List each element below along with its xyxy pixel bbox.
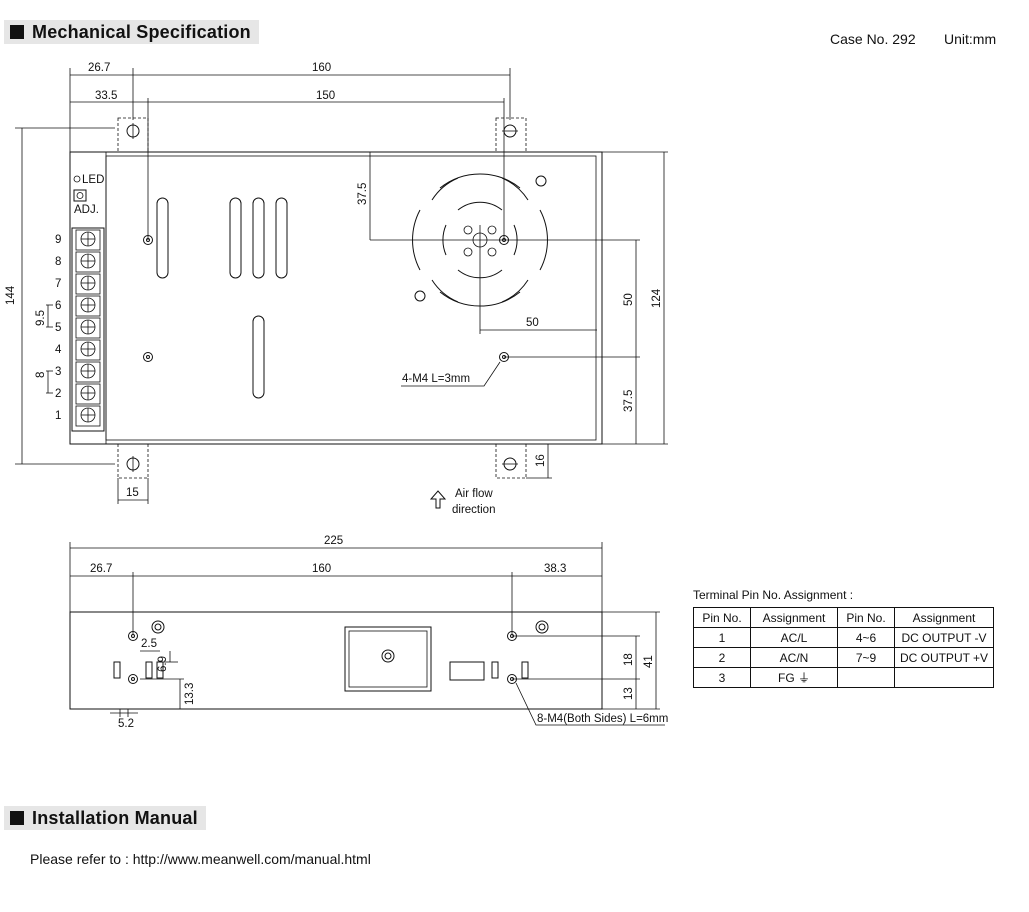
dim-13: 13 bbox=[623, 687, 635, 700]
pin-label: 1 bbox=[55, 410, 61, 422]
table-row: 2 AC/N 7~9 DC OUTPUT +V bbox=[693, 647, 994, 668]
case-number: Case No. 292 bbox=[830, 31, 916, 47]
dim-13-3: 13.3 bbox=[184, 683, 196, 705]
dim-pin-pitch-b: 8 bbox=[35, 372, 47, 378]
dim-41: 41 bbox=[643, 655, 655, 668]
installation-manual-heading: Installation Manual bbox=[4, 806, 206, 830]
adj-label: ADJ. bbox=[74, 204, 99, 216]
side-view: 225 26.7 160 38.3 2.5 bbox=[69, 535, 668, 730]
dim-side-right: 38.3 bbox=[544, 563, 566, 575]
pin-label: 9 bbox=[55, 234, 61, 246]
dim-pin-pitch-a: 9.5 bbox=[35, 310, 47, 326]
table-header: Pin No. bbox=[837, 607, 895, 628]
unit-label: Unit:mm bbox=[944, 31, 997, 47]
pin-label: 2 bbox=[55, 388, 61, 400]
dim-hole-vertical: 50 bbox=[623, 293, 635, 306]
terminal-block bbox=[71, 227, 105, 432]
terminal-table-caption: Terminal Pin No. Assignment : bbox=[693, 588, 854, 602]
table-row: 3 FG ⏚ bbox=[693, 667, 994, 688]
pin-label: 4 bbox=[55, 344, 62, 356]
dim-2-5: 2.5 bbox=[141, 638, 157, 650]
table-header: Assignment bbox=[894, 607, 994, 628]
heading-square-icon bbox=[10, 25, 24, 39]
dim-side-left: 26.7 bbox=[90, 563, 112, 575]
dim-tab-height: 16 bbox=[535, 454, 547, 467]
dim-18: 18 bbox=[623, 653, 635, 666]
dim-height-total: 144 bbox=[5, 285, 17, 305]
mechanical-spec-title: Mechanical Specification bbox=[32, 21, 251, 42]
dim-second-span: 150 bbox=[316, 90, 335, 102]
ac-socket-icon bbox=[344, 626, 432, 692]
table-cell: FG ⏚ bbox=[750, 667, 838, 688]
side-screw-hole-icon bbox=[128, 620, 549, 684]
screw-note: 8-M4(Both Sides) L=6mm bbox=[537, 713, 668, 725]
installation-manual-title: Installation Manual bbox=[32, 807, 198, 828]
pin-label: 3 bbox=[55, 366, 61, 378]
table-cell bbox=[894, 667, 994, 688]
table-header: Pin No. bbox=[693, 607, 751, 628]
pin-label: 7 bbox=[55, 278, 61, 290]
dim-5-2: 5.2 bbox=[118, 718, 134, 730]
table-cell: DC OUTPUT -V bbox=[894, 627, 994, 648]
led-label: LED bbox=[82, 174, 104, 186]
heading-square-icon bbox=[10, 811, 24, 825]
table-cell: 1 bbox=[693, 627, 751, 648]
screw-hole-icon bbox=[143, 235, 509, 362]
dim-total-length: 225 bbox=[324, 535, 343, 547]
table-cell bbox=[837, 667, 895, 688]
top-view: 26.7 160 33.5 150 144 LED ADJ. bbox=[5, 62, 668, 516]
dim-tab-width: 15 bbox=[126, 487, 139, 499]
table-cell: 7~9 bbox=[837, 647, 895, 668]
pin-label: 6 bbox=[55, 300, 61, 312]
dim-side-span: 160 bbox=[312, 563, 331, 575]
manual-reference: Please refer to : http://www.meanwell.co… bbox=[30, 851, 371, 867]
dim-second-left: 33.5 bbox=[95, 90, 117, 102]
table-cell: 3 bbox=[693, 667, 751, 688]
mount-note: 4-M4 L=3mm bbox=[402, 373, 470, 385]
pin-label: 5 bbox=[55, 322, 61, 334]
dim-6-9: 6.9 bbox=[157, 656, 169, 672]
table-header: Assignment bbox=[750, 607, 838, 628]
mechanical-spec-heading: Mechanical Specification bbox=[4, 20, 259, 44]
airflow-line1: Air flow bbox=[455, 488, 493, 500]
dim-top-left: 26.7 bbox=[88, 62, 110, 74]
table-cell: 2 bbox=[693, 647, 751, 668]
airflow-arrow-icon bbox=[429, 490, 447, 509]
table-cell: AC/N bbox=[750, 647, 838, 668]
table-row: 1 AC/L 4~6 DC OUTPUT -V bbox=[693, 627, 994, 648]
tab-hole-icon bbox=[126, 123, 518, 472]
table-cell: DC OUTPUT +V bbox=[894, 647, 994, 668]
pin-label: 8 bbox=[55, 256, 61, 268]
table-header-row: Pin No. Assignment Pin No. Assignment bbox=[693, 607, 994, 628]
dim-body-height: 124 bbox=[651, 288, 663, 308]
terminal-pin-table: Pin No. Assignment Pin No. Assignment 1 … bbox=[693, 607, 994, 688]
dim-bottom-offset: 37.5 bbox=[623, 390, 635, 412]
dim-fan-offset: 37.5 bbox=[357, 183, 369, 205]
dim-hole-horizontal: 50 bbox=[526, 317, 539, 329]
table-cell: 4~6 bbox=[837, 627, 895, 648]
dim-top-span: 160 bbox=[312, 62, 331, 74]
table-cell: AC/L bbox=[750, 627, 838, 648]
airflow-line2: direction bbox=[452, 504, 495, 516]
